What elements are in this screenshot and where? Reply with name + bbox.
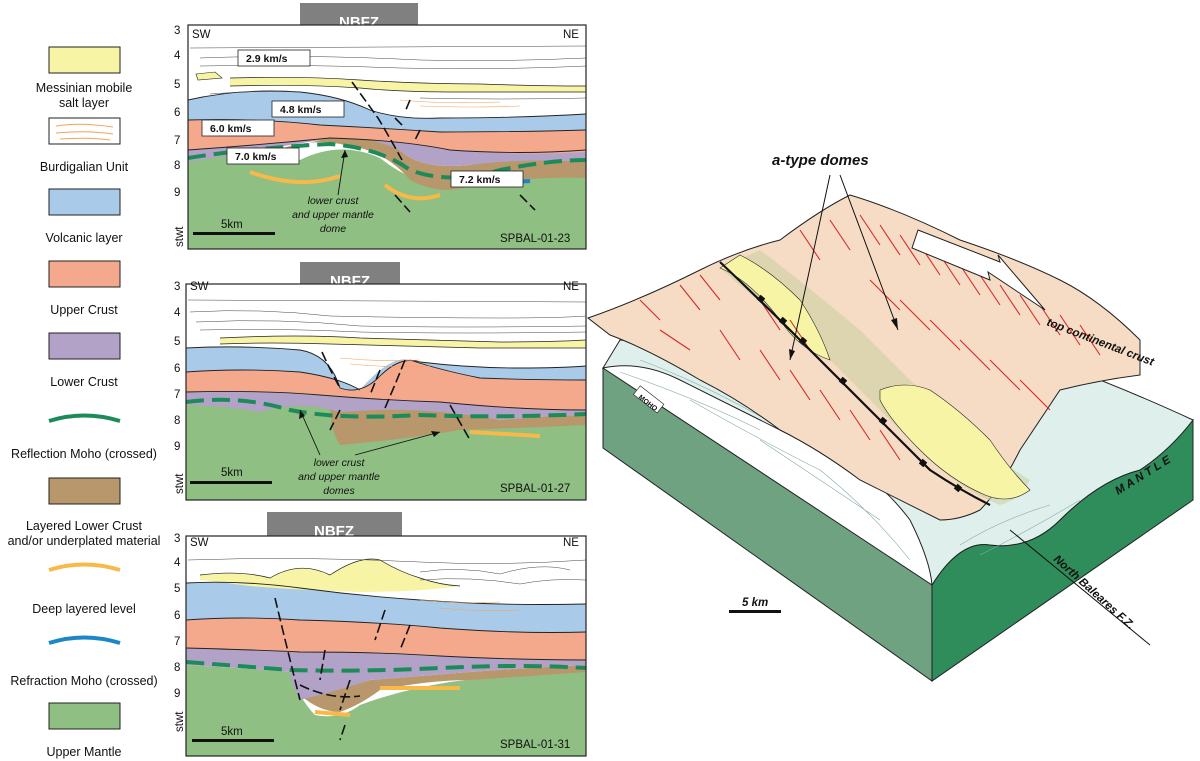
profile-frame-2: [185, 283, 587, 501]
svg-text:4: 4: [174, 50, 181, 62]
velocity-label-3: 6.0 km/s: [210, 123, 252, 135]
legend-curve-refraction-moho: [48, 635, 121, 645]
legend-swatch-burdigalian: [48, 117, 121, 145]
legend-label-layered-1: Layered Lower Crust: [26, 519, 143, 533]
legend-swatch-lower-crust: [48, 332, 121, 360]
shear-arrow: [911, 229, 1046, 311]
profile-annotation-1-line2: and upper mantle: [292, 209, 374, 221]
profile-annotation-1-line1: lower crust: [308, 195, 360, 207]
svg-text:4: 4: [174, 557, 181, 569]
svg-text:6: 6: [174, 363, 180, 375]
svg-text:4: 4: [174, 307, 181, 319]
legend-swatch-upper-crust: [48, 260, 121, 288]
legend: Messinian mobile salt layer Burdigalian …: [8, 46, 161, 759]
svg-text:9: 9: [174, 688, 180, 700]
legend-swatch-upper-mantle: [48, 702, 121, 730]
profile-scale-label-2: 5km: [221, 467, 243, 479]
svg-text:7: 7: [174, 135, 180, 147]
svg-text:7: 7: [174, 389, 180, 401]
legend-curve-reflection-moho: [48, 413, 121, 423]
profile-frame-3: [185, 535, 587, 757]
legend-label-layered-2: and/or underplated material: [8, 534, 161, 548]
svg-text:9: 9: [174, 441, 180, 453]
legend-label-salt-2: salt layer: [59, 96, 109, 110]
profile-name-2: SPBAL-01-27: [500, 483, 570, 495]
svg-text:3: 3: [174, 281, 180, 293]
axis-label-1: stwt: [174, 226, 186, 247]
legend-label-volcanic: Volcanic layer: [45, 231, 122, 245]
svg-text:3: 3: [174, 25, 180, 37]
legend-label-upper-mantle: Upper Mantle: [46, 745, 121, 759]
svg-text:5: 5: [174, 583, 180, 595]
block-main-fault: [719, 261, 991, 506]
axis-label-3: stwt: [174, 711, 186, 732]
svg-text:8: 8: [174, 160, 180, 172]
velocity-label-2: 4.8 km/s: [280, 104, 322, 116]
axis-ticks-3: 3 4 5 6 7 8 9: [174, 533, 181, 700]
legend-label-lower-crust: Lower Crust: [50, 375, 118, 389]
profile-annotation-2-line3: domes: [323, 485, 355, 497]
profile-annotation-2-line2: and upper mantle: [298, 471, 380, 483]
legend-curve-deep-level: [48, 562, 121, 572]
svg-text:7: 7: [174, 636, 180, 648]
profile-name-3: SPBAL-01-31: [500, 739, 570, 751]
axis-ticks-2: 3 4 5 6 7 8 9: [174, 281, 181, 453]
profile-dir-right-2: NE: [563, 281, 579, 293]
svg-text:8: 8: [174, 415, 180, 427]
svg-text:5: 5: [174, 79, 180, 91]
legend-label-burdigalian: Burdigalian Unit: [40, 160, 129, 174]
profile-dir-right-3: NE: [563, 537, 579, 549]
profile-dir-left-2: SW: [190, 281, 209, 293]
profile-scale-label-1: 5km: [221, 219, 243, 231]
profile-spbal-01-23: NBFZ 2.9 km/s 4.8 km/s: [174, 3, 587, 250]
svg-text:6: 6: [174, 107, 180, 119]
legend-label-salt-1: Messinian mobile: [36, 81, 133, 95]
profile-dir-left-1: SW: [192, 29, 211, 41]
velocity-label-1: 2.9 km/s: [246, 53, 288, 65]
block-fault-traces: [639, 214, 1101, 461]
profile-frame-1: [187, 24, 587, 250]
profile-dir-left-3: SW: [190, 537, 209, 549]
axis-ticks-1: 3 4 5 6 7 8 9: [174, 25, 181, 199]
legend-label-refraction-moho: Refraction Moho (crossed): [10, 674, 157, 688]
axis-label-2: stwt: [174, 473, 186, 494]
svg-text:3: 3: [174, 533, 180, 545]
legend-label-deep-level: Deep layered level: [32, 602, 136, 616]
legend-burdigalian-lines: [55, 123, 114, 141]
velocity-label-5: 7.2 km/s: [459, 174, 501, 186]
svg-text:6: 6: [174, 610, 180, 622]
legend-swatch-salt: [48, 46, 121, 74]
legend-label-upper-crust: Upper Crust: [50, 303, 118, 317]
profile-annotation-1-line3: dome: [320, 223, 346, 235]
profile-annotation-2-line1: lower crust: [314, 457, 366, 469]
velocity-label-4: 7.0 km/s: [235, 151, 277, 163]
profile-dir-right-1: NE: [563, 29, 579, 41]
svg-text:5: 5: [174, 336, 180, 348]
legend-swatch-volcanic: [48, 188, 121, 216]
legend-swatch-layered: [48, 477, 121, 505]
svg-text:9: 9: [174, 187, 180, 199]
block-scale-label: 5 km: [742, 597, 768, 609]
profile-spbal-01-31: NBFZ SW NE SPBAL-01-31 5km 3 4 5 6 7 8 9: [174, 512, 587, 757]
svg-text:8: 8: [174, 662, 180, 674]
block-diagram: a-type domes top continental crust M A N…: [586, 152, 1194, 682]
profile-spbal-01-27: NBFZ lower crust and upper mantle domes …: [174, 262, 587, 501]
block-title: a-type domes: [772, 152, 869, 169]
profile-name-1: SPBAL-01-23: [500, 233, 570, 245]
profile-scale-label-3: 5km: [221, 726, 243, 738]
legend-label-reflection-moho: Reflection Moho (crossed): [11, 447, 157, 461]
